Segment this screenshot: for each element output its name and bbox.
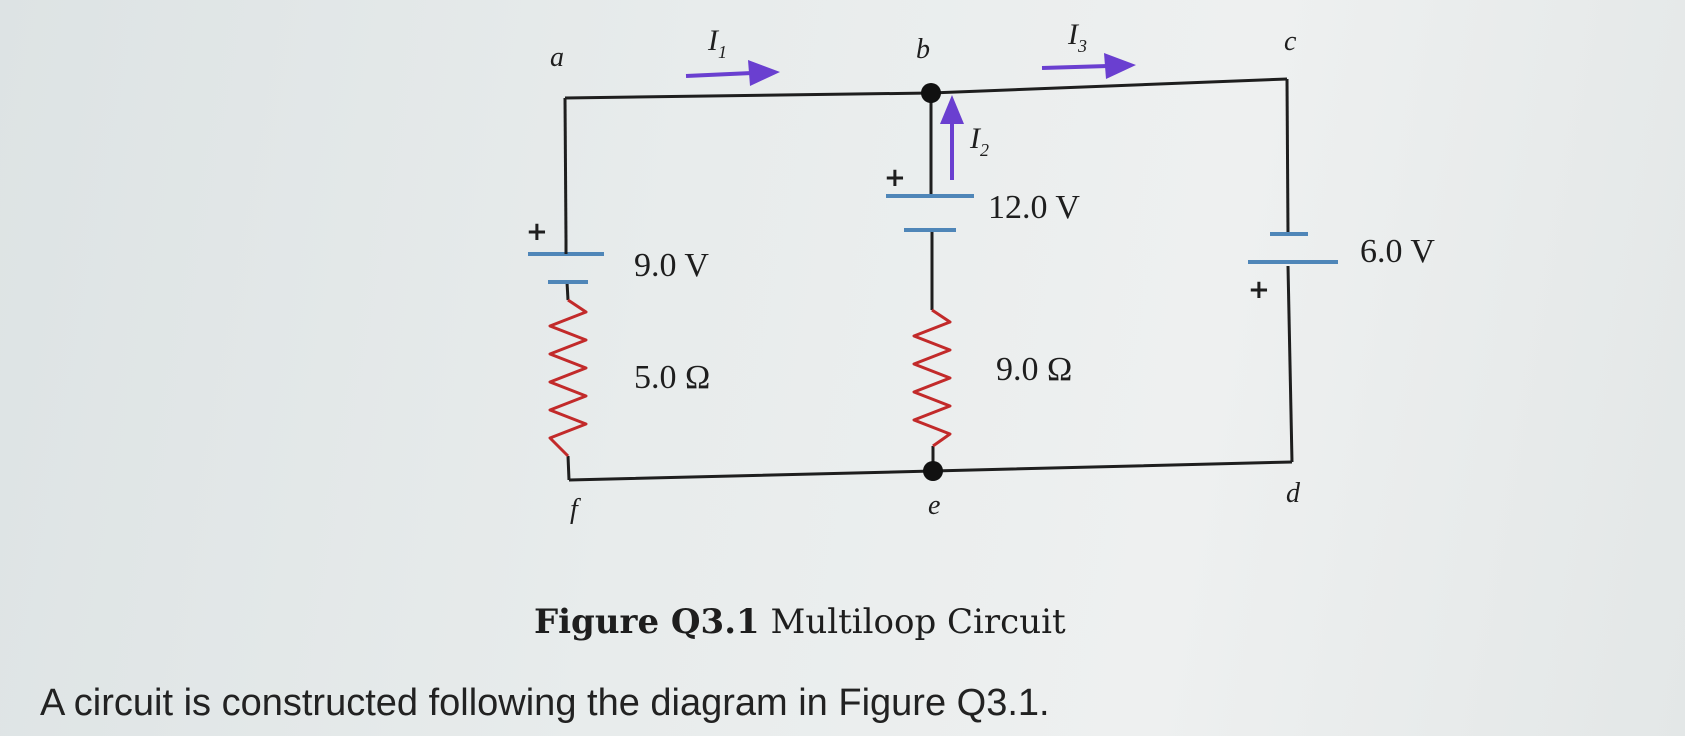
junction-b bbox=[921, 83, 941, 103]
wire-top-right bbox=[930, 77, 1288, 95]
resistor-mid bbox=[912, 308, 952, 448]
current-arrowhead-i2 bbox=[940, 95, 964, 124]
wire-top-left bbox=[564, 91, 932, 100]
wire-left-upper bbox=[563, 97, 568, 241]
current-arrowhead-i3 bbox=[1104, 53, 1136, 79]
current-label-i2: I2 bbox=[969, 122, 989, 160]
battery-left-plus: + bbox=[526, 217, 548, 247]
resistor-left-label: 5.0 Ω bbox=[634, 359, 710, 396]
junction-e bbox=[923, 461, 943, 481]
figure-caption-label: Figure Q3.1 bbox=[534, 602, 760, 642]
figure-caption: Figure Q3.1 Multiloop Circuit bbox=[534, 602, 1066, 642]
battery-right-plus: + bbox=[1248, 275, 1270, 305]
node-label-b: b bbox=[916, 34, 930, 65]
wire-left-mid bbox=[565, 281, 570, 301]
current-arrowhead-i1 bbox=[748, 60, 780, 86]
wire-right-lower bbox=[1286, 265, 1294, 463]
node-label-a: a bbox=[550, 42, 564, 73]
current-arrow-i3 bbox=[1041, 64, 1109, 70]
question-text: A circuit is constructed following the d… bbox=[40, 682, 1050, 724]
battery-right-label: 6.0 V bbox=[1360, 233, 1435, 270]
battery-left-label: 9.0 V bbox=[634, 247, 709, 284]
figure-caption-title: Multiloop Circuit bbox=[770, 602, 1066, 642]
battery-mid-plus: + bbox=[884, 163, 906, 193]
node-label-c: c bbox=[1284, 26, 1297, 57]
resistor-mid-label: 9.0 Ω bbox=[996, 351, 1072, 388]
node-label-d: d bbox=[1286, 478, 1301, 509]
current-arrow-i1 bbox=[685, 71, 753, 78]
current-label-i1: I1 bbox=[707, 24, 727, 62]
node-label-e: e bbox=[928, 490, 940, 521]
resistor-left bbox=[548, 298, 588, 458]
wire-left-lower bbox=[566, 455, 571, 481]
wire-right-upper bbox=[1285, 78, 1290, 235]
node-label-f: f bbox=[570, 494, 581, 525]
current-label-i3: I3 bbox=[1067, 18, 1087, 56]
battery-mid-label: 12.0 V bbox=[988, 189, 1080, 226]
